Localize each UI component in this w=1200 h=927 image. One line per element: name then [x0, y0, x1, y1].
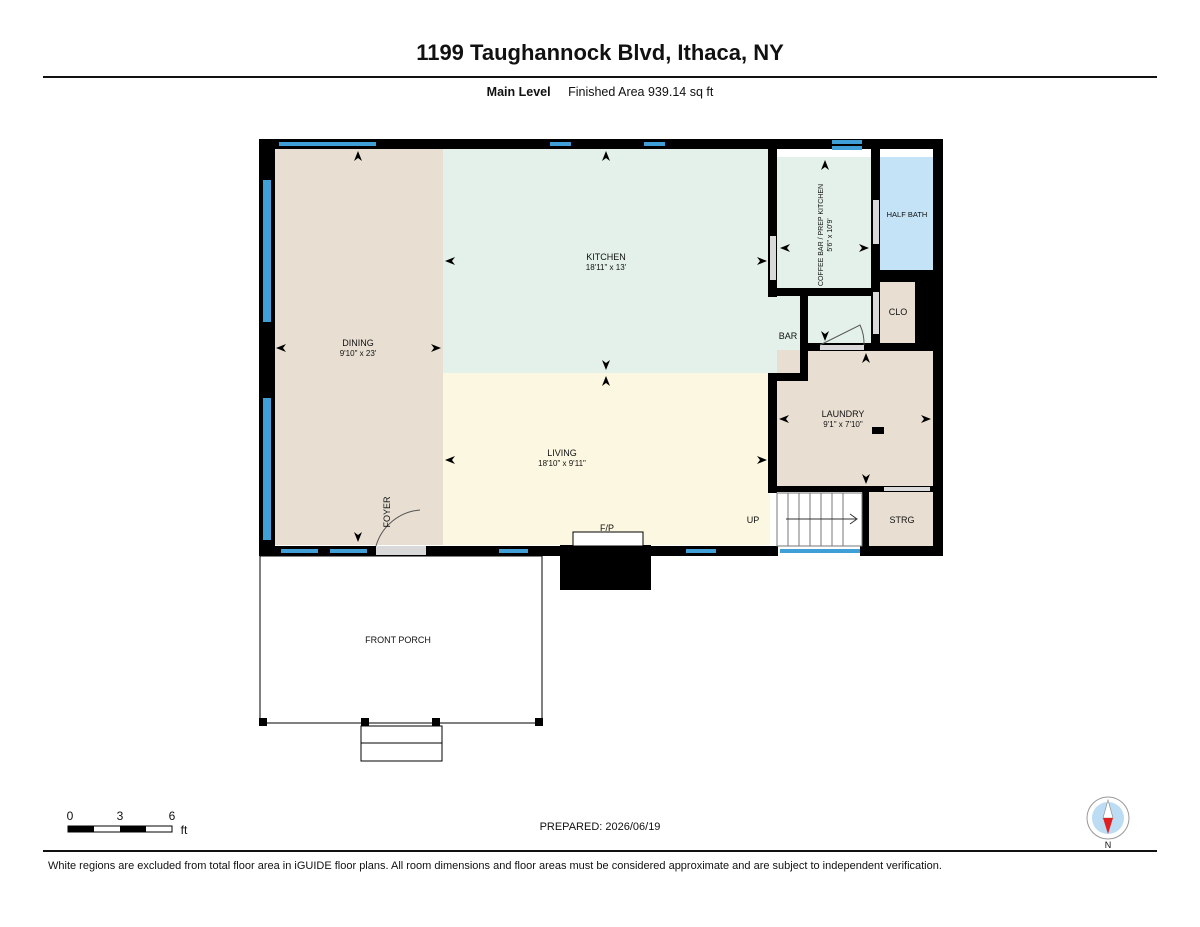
windows [263, 140, 862, 553]
coffee-bar-room [777, 157, 871, 344]
footer-rule [43, 850, 1157, 852]
kitchen-dims: 18'11" x 13' [586, 263, 627, 272]
strg-room [869, 492, 933, 547]
laundry-fixture [872, 427, 884, 434]
living-dims: 18'10" x 9'11" [538, 459, 586, 468]
scale-tick-6: 6 [169, 809, 176, 823]
half-bath-room [880, 157, 933, 270]
coffee-bar-dims: 5'6" x 10'9' [827, 218, 834, 251]
coffee-bar-label: COFFEE BAR / PREP KITCHEN [818, 184, 825, 286]
fireplace-label: F/P [600, 523, 614, 533]
clo-label: CLO [889, 307, 908, 317]
disclaimer: White regions are excluded from total fl… [48, 860, 942, 872]
staircase [776, 492, 863, 547]
half-bath-label: HALF BATH [887, 210, 928, 219]
compass-icon: N [1086, 796, 1130, 850]
laundry-label: LAUNDRY [822, 409, 865, 419]
scale-tick-3: 3 [117, 809, 124, 823]
page-title: 1199 Taughannock Blvd, Ithaca, NY [416, 40, 784, 65]
compass-north-label: N [1105, 840, 1112, 850]
scale-unit: ft [181, 823, 188, 837]
dining-room [274, 148, 443, 545]
dining-label: DINING [342, 338, 374, 348]
living-label: LIVING [547, 448, 577, 458]
foyer-label: FOYER [382, 496, 392, 528]
dining-dims: 9'10" x 23' [340, 349, 377, 358]
door-openings [376, 200, 930, 555]
prepared-date: PREPARED: 2026/06/19 [539, 821, 661, 833]
scale-tick-0: 0 [67, 809, 74, 823]
front-porch [259, 555, 543, 762]
fireplace-hearth [572, 531, 644, 547]
dimension-arrows [276, 151, 931, 542]
laundry-dims: 9'1" x 7'10" [823, 420, 863, 429]
header-rule [43, 76, 1157, 78]
scale-bar: 0 3 6 ft [67, 809, 188, 837]
foyer-door-swing [375, 509, 421, 547]
bar-label: BAR [779, 331, 798, 341]
living-room [443, 373, 770, 545]
kitchen-room [443, 148, 770, 373]
stairs-up-label: UP [747, 515, 760, 525]
laundry-door-swing [819, 324, 865, 346]
finished-area: Finished Area 939.14 sq ft [568, 85, 714, 99]
strg-label: STRG [889, 515, 914, 525]
level-name: Main Level [486, 85, 551, 99]
level-info: Main Level Finished Area 939.14 sq ft [0, 85, 1200, 99]
kitchen-label: KITCHEN [586, 252, 626, 262]
clo-room [880, 282, 915, 343]
front-porch-label: FRONT PORCH [365, 635, 431, 645]
